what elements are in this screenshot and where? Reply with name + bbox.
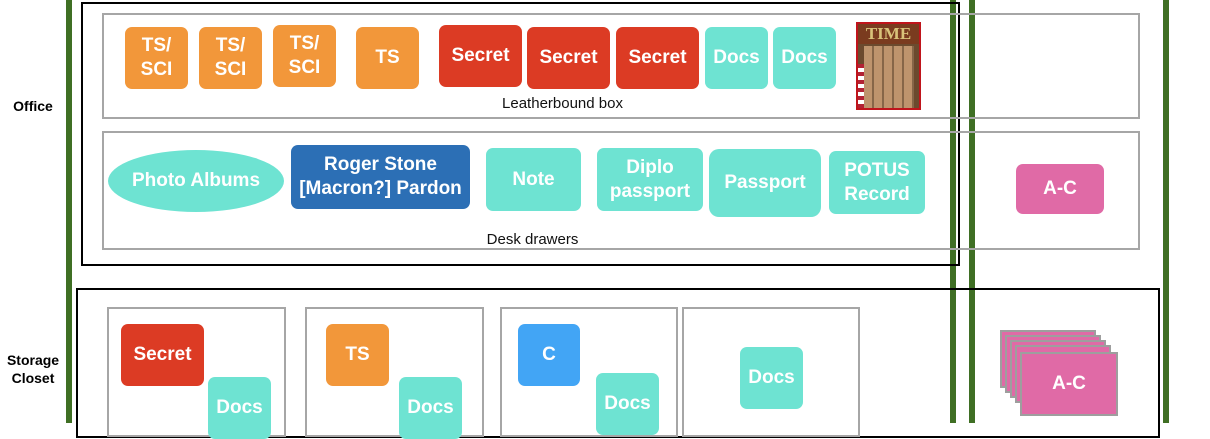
row-label-storage: Storage Closet [6, 352, 60, 386]
tile-passport: Passport [709, 149, 821, 217]
desk-drawers-caption: Desk drawers [486, 231, 579, 248]
tile-docs-1: Docs [705, 27, 768, 89]
tile-secret-2: Secret [527, 27, 610, 89]
tile-storage-docs-3: Docs [596, 373, 659, 435]
time-magazine-cover-image: TIME [856, 22, 921, 110]
tile-storage-docs-2: Docs [399, 377, 462, 439]
leatherbound-caption: Leatherbound box [502, 95, 623, 112]
tile-roger-stone-pardon: Roger Stone [Macron?] Pardon [291, 145, 470, 209]
tile-secret-1: Secret [439, 25, 522, 87]
tile-ts-sci-2: TS/ SCI [199, 27, 262, 89]
divider-line-right [1163, 0, 1169, 423]
divider-line-mid-a [950, 0, 956, 423]
leatherbound-box [102, 13, 1140, 119]
tile-office-a-c: A-C [1016, 164, 1104, 214]
tile-photo-albums: Photo Albums [108, 150, 284, 212]
row-label-office: Office [13, 98, 53, 114]
tile-storage-secret: Secret [121, 324, 204, 386]
time-cover-flag [858, 64, 864, 108]
divider-line-left [66, 0, 72, 423]
tile-diplo-passport: Diplo passport [597, 148, 703, 211]
tile-note: Note [486, 148, 581, 211]
tile-storage-docs-1: Docs [208, 377, 271, 439]
desk-drawers-box [102, 131, 1140, 250]
divider-line-mid-b [969, 0, 975, 423]
tile-storage-c: C [518, 324, 580, 386]
time-cover-portraits [864, 46, 914, 108]
tile-storage-ts: TS [326, 324, 389, 386]
tile-storage-docs-4: Docs [740, 347, 803, 409]
tile-storage-a-c: A-C [1020, 352, 1118, 416]
tile-potus-record: POTUS Record [829, 151, 925, 214]
tile-ts: TS [356, 27, 419, 89]
tile-docs-2: Docs [773, 27, 836, 89]
tile-ts-sci-1: TS/ SCI [125, 27, 188, 89]
time-masthead: TIME [858, 24, 919, 44]
tile-ts-sci-3: TS/ SCI [273, 25, 336, 87]
tile-secret-3: Secret [616, 27, 699, 89]
office-box [81, 2, 960, 266]
